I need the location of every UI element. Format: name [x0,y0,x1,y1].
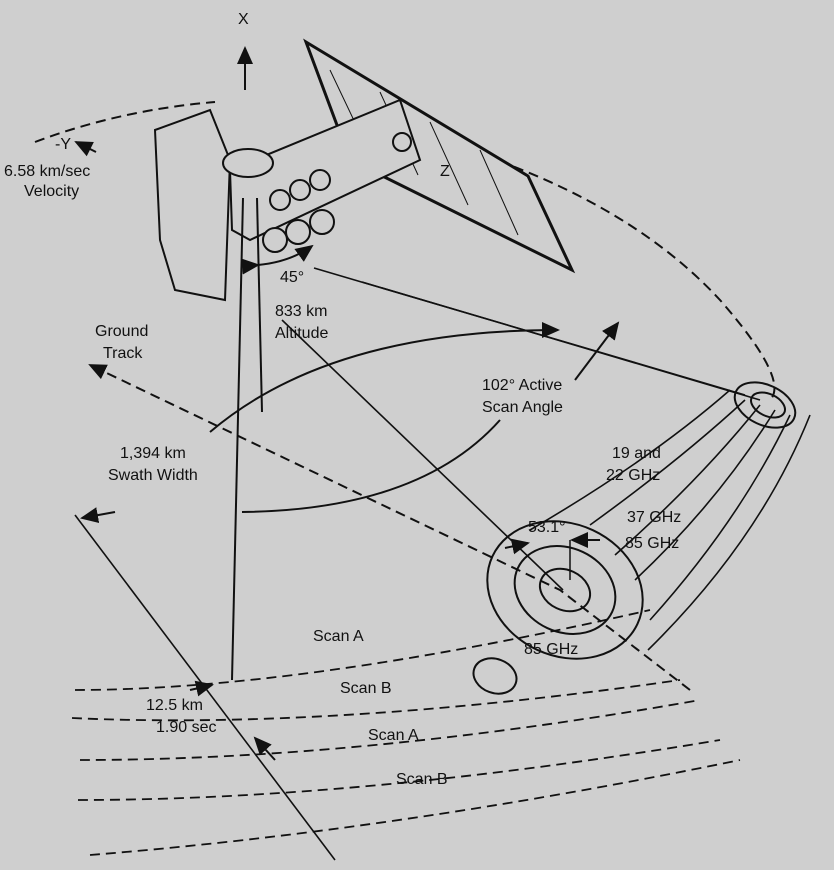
velocity-value: 6.58 km/sec [4,163,91,180]
z-axis-label: Z [440,163,450,180]
ground-track-line [88,364,691,691]
scan-label: Scan A [368,727,419,744]
satellite-icon [153,38,576,302]
freq-19-22-label-1: 19 and [612,445,661,462]
swath-width-arrow [80,507,116,524]
ground-track-label-2: Track [103,345,143,362]
freq-19-22-label-2: 22 GHz [606,467,661,484]
swath-label-1: 1,394 km [120,445,186,462]
scan-label: Scan A [313,628,364,645]
scan-spacing-arrow-top [189,680,214,697]
scan-lines [71,609,741,856]
swath-arc-upper [209,322,560,433]
scan-angle-label-2: Scan Angle [482,399,563,416]
solar-panel [303,38,576,274]
incidence-angle-label: 53.1° [528,519,566,536]
scan-spacing-time: 1.90 sec [156,719,217,736]
footprint-ellipses [472,381,797,695]
scan-angle-label-1: 102° Active [482,377,563,394]
ground-track-label-1: Ground [95,323,149,340]
scan-angle-pointer [574,321,620,381]
nadir-angle-label: 45° [280,269,305,286]
freq-37-label: 37 GHz [627,509,682,526]
scan-spacing-arrow-bottom [253,736,276,761]
nadir-line-2 [256,197,263,413]
freq-85-lower-label: 85 GHz [524,641,579,658]
beam-line-near [281,319,564,591]
nadir-line [231,197,244,681]
altitude-label: Altitude [275,325,329,342]
scan-line [313,267,746,396]
beam-sweep [529,389,811,651]
scan-spacing-distance: 12.5 km [146,697,203,714]
swath-label-2: Swath Width [108,467,198,484]
neg-y-axis-label: -Y [55,136,71,153]
scan-label: Scan B [340,680,392,697]
altitude-value: 833 km [275,303,328,320]
neg-y-axis-arrow [74,141,97,157]
swath-arc-lower [241,419,501,513]
freq-85-upper-label: 85 GHz [625,535,680,552]
x-axis-label: X [238,11,249,28]
velocity-label: Velocity [24,183,80,200]
angle-45-arrow [241,244,314,275]
incidence-arrow-left [504,538,530,555]
scan-label: Scan B [396,771,448,788]
